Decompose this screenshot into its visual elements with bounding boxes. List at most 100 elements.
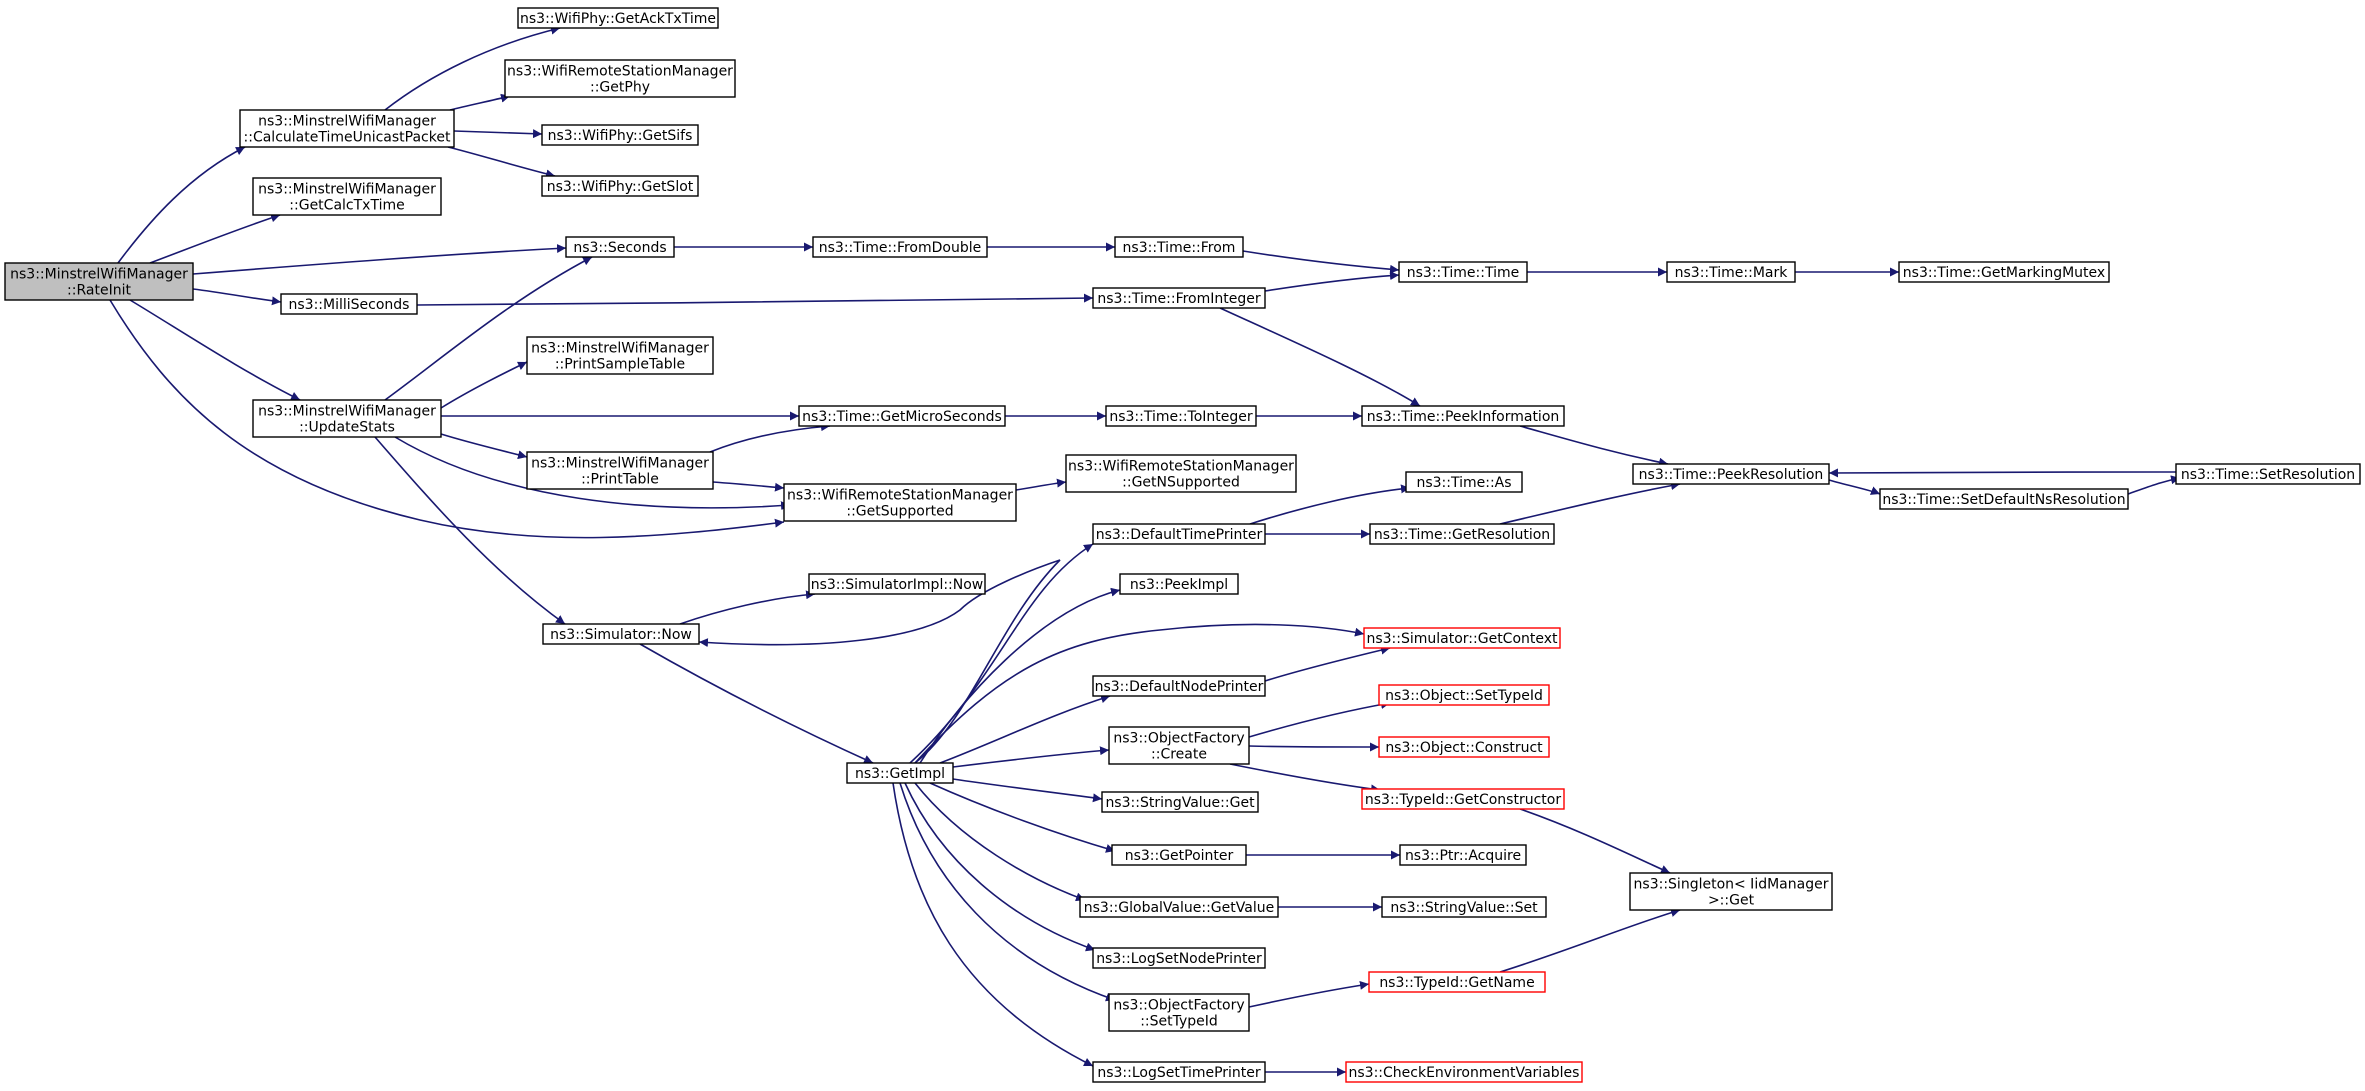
node-box (812, 236, 988, 258)
node-timeas[interactable]: ns3::Time::As (1405, 471, 1523, 493)
node-box (239, 109, 455, 148)
node-label: ns3::WifiPhy::GetAckTxTime (520, 11, 716, 27)
node-box (517, 7, 719, 29)
node-mark[interactable]: ns3::Time::Mark (1666, 261, 1796, 283)
node-getresolution[interactable]: ns3::Time::GetResolution (1369, 523, 1555, 545)
node-label: ns3::PeekImpl (1130, 577, 1228, 593)
edge-getimpl-to-getcontext (914, 623, 1365, 764)
node-getsifs[interactable]: ns3::WifiPhy::GetSifs (541, 124, 699, 146)
node-label: ::Create (1151, 747, 1207, 763)
edge-defnodeprinter-to-getcontext (1264, 645, 1391, 682)
edge-getimpl-to-defnodeprinter (939, 694, 1111, 764)
node-label: ns3::CheckEnvironmentVariables (1349, 1065, 1580, 1081)
node-getpointer[interactable]: ns3::GetPointer (1111, 844, 1247, 866)
node-globalvalueget[interactable]: ns3::GlobalValue::GetValue (1079, 896, 1279, 918)
edge-frominteger-to-peekinfo (1219, 307, 1421, 407)
node-logsetnode[interactable]: ns3::LogSetNodePrinter (1092, 947, 1266, 969)
node-label: ns3::Time::From (1123, 240, 1236, 256)
node-box (1381, 896, 1547, 918)
node-getcontext[interactable]: ns3::Simulator::GetContext (1363, 627, 1561, 649)
node-frominteger[interactable]: ns3::Time::FromInteger (1092, 287, 1266, 309)
node-milliseconds[interactable]: ns3::MilliSeconds (280, 293, 418, 315)
node-label: ns3::Time::Time (1407, 265, 1519, 281)
node-time[interactable]: ns3::Time::Time (1398, 261, 1528, 283)
node-setdefaultns[interactable]: ns3::Time::SetDefaultNsResolution (1879, 488, 2129, 510)
node-peekres[interactable]: ns3::Time::PeekResolution (1632, 463, 1830, 485)
edge-getimpl-to-getpointer (929, 782, 1116, 853)
node-getsupported[interactable]: ns3::WifiRemoteStationManager::GetSuppor… (783, 483, 1017, 522)
node-printtable[interactable]: ns3::MinstrelWifiManager::PrintTable (526, 451, 714, 490)
node-settypeid[interactable]: ns3::Object::SetTypeId (1378, 684, 1550, 706)
edge-getconstructor-to-singletonget (1519, 808, 1671, 874)
node-getimpl[interactable]: ns3::GetImpl (846, 762, 954, 784)
node-updatestats[interactable]: ns3::MinstrelWifiManager::UpdateStats (252, 399, 442, 438)
node-tointeger[interactable]: ns3::Time::ToInteger (1105, 405, 1257, 427)
node-checkenv[interactable]: ns3::CheckEnvironmentVariables (1345, 1061, 1583, 1083)
node-logsettime[interactable]: ns3::LogSetTimePrinter (1092, 1061, 1266, 1083)
node-seconds[interactable]: ns3::Seconds (565, 236, 675, 258)
node-label: ns3::WifiPhy::GetSifs (548, 128, 693, 144)
edge-calctime-to-getphy (449, 93, 511, 111)
node-label: ns3::GlobalValue::GetValue (1084, 900, 1274, 916)
node-ofsettypeid[interactable]: ns3::ObjectFactory::SetTypeId (1108, 993, 1250, 1032)
node-peekimpl[interactable]: ns3::PeekImpl (1119, 573, 1239, 595)
node-label: ns3::WifiPhy::GetSlot (547, 179, 694, 195)
node-box (542, 623, 700, 645)
node-box (1108, 993, 1250, 1032)
node-stringvalueget[interactable]: ns3::StringValue::Get (1101, 791, 1259, 813)
node-simimplnow[interactable]: ns3::SimulatorImpl::Now (808, 573, 986, 595)
node-from[interactable]: ns3::Time::From (1114, 236, 1244, 258)
edge-rateinit-to-seconds (192, 243, 567, 275)
node-box (565, 236, 675, 258)
node-label: ns3::Object::Construct (1385, 740, 1543, 756)
edge-getsupported-to-getnsupported (1015, 478, 1067, 491)
node-peekinfo[interactable]: ns3::Time::PeekInformation (1361, 405, 1565, 427)
node-getphy[interactable]: ns3::WifiRemoteStationManager::GetPhy (504, 59, 736, 98)
node-box (1378, 684, 1550, 706)
node-defnodeprinter[interactable]: ns3::DefaultNodePrinter (1092, 675, 1266, 697)
node-label: ns3::Time::Mark (1675, 265, 1789, 281)
node-getcalctx[interactable]: ns3::MinstrelWifiManager::GetCalcTxTime (252, 177, 442, 216)
node-box (1898, 261, 2110, 283)
node-getacktx[interactable]: ns3::WifiPhy::GetAckTxTime (517, 7, 719, 29)
node-label: ns3::Simulator::Now (550, 627, 692, 643)
node-getmarkingmutex[interactable]: ns3::Time::GetMarkingMutex (1898, 261, 2110, 283)
node-box (798, 405, 1006, 427)
node-getnsupported[interactable]: ns3::WifiRemoteStationManager::GetNSuppo… (1065, 454, 1297, 493)
node-calctime[interactable]: ns3::MinstrelWifiManager::CalculateTimeU… (239, 109, 455, 148)
node-getconstructor[interactable]: ns3::TypeId::GetConstructor (1361, 788, 1565, 810)
node-label: ns3::Time::GetMarkingMutex (1903, 265, 2105, 281)
node-ofcreate[interactable]: ns3::ObjectFactory::Create (1108, 726, 1250, 765)
node-label: ns3::GetPointer (1125, 848, 1234, 864)
node-label: ns3::TypeId::GetConstructor (1365, 792, 1561, 808)
node-box (2175, 463, 2361, 485)
node-box (1632, 463, 1830, 485)
node-printsampletable[interactable]: ns3::MinstrelWifiManager::PrintSampleTab… (526, 336, 714, 375)
node-singletonget[interactable]: ns3::Singleton< IidManager>::Get (1629, 872, 1833, 911)
node-simnow[interactable]: ns3::Simulator::Now (542, 623, 700, 645)
node-setres[interactable]: ns3::Time::SetResolution (2175, 463, 2361, 485)
node-label: ::CalculateTimeUnicastPacket (244, 130, 451, 146)
node-deftimeprinter[interactable]: ns3::DefaultTimePrinter (1092, 523, 1266, 545)
edge-updatestats-to-printtable (440, 433, 528, 460)
node-label: ::PrintSampleTable (555, 357, 685, 373)
node-stringvalueset[interactable]: ns3::StringValue::Set (1381, 896, 1547, 918)
node-fromdouble[interactable]: ns3::Time::FromDouble (812, 236, 988, 258)
node-label: ::RateInit (67, 283, 131, 299)
node-box (1092, 947, 1266, 969)
edge-getimpl-to-logsetnode (904, 782, 1096, 952)
node-getmicro[interactable]: ns3::Time::GetMicroSeconds (798, 405, 1006, 427)
node-box (1079, 896, 1279, 918)
edge-updatestats-to-getsupported (394, 436, 791, 511)
node-box (1629, 872, 1833, 911)
edge-rateinit-to-getcalctx (149, 213, 281, 264)
edge-calctime-to-getslot (447, 146, 556, 179)
node-getslot[interactable]: ns3::WifiPhy::GetSlot (541, 175, 699, 197)
node-label: ns3::Time::ToInteger (1109, 409, 1253, 425)
node-construct[interactable]: ns3::Object::Construct (1378, 736, 1550, 758)
node-label: ns3::WifiRemoteStationManager (1068, 459, 1294, 475)
node-getname[interactable]: ns3::TypeId::GetName (1368, 971, 1546, 993)
node-rateinit[interactable]: ns3::MinstrelWifiManager::RateInit (4, 262, 194, 301)
node-ptracquire[interactable]: ns3::Ptr::Acquire (1399, 844, 1527, 866)
